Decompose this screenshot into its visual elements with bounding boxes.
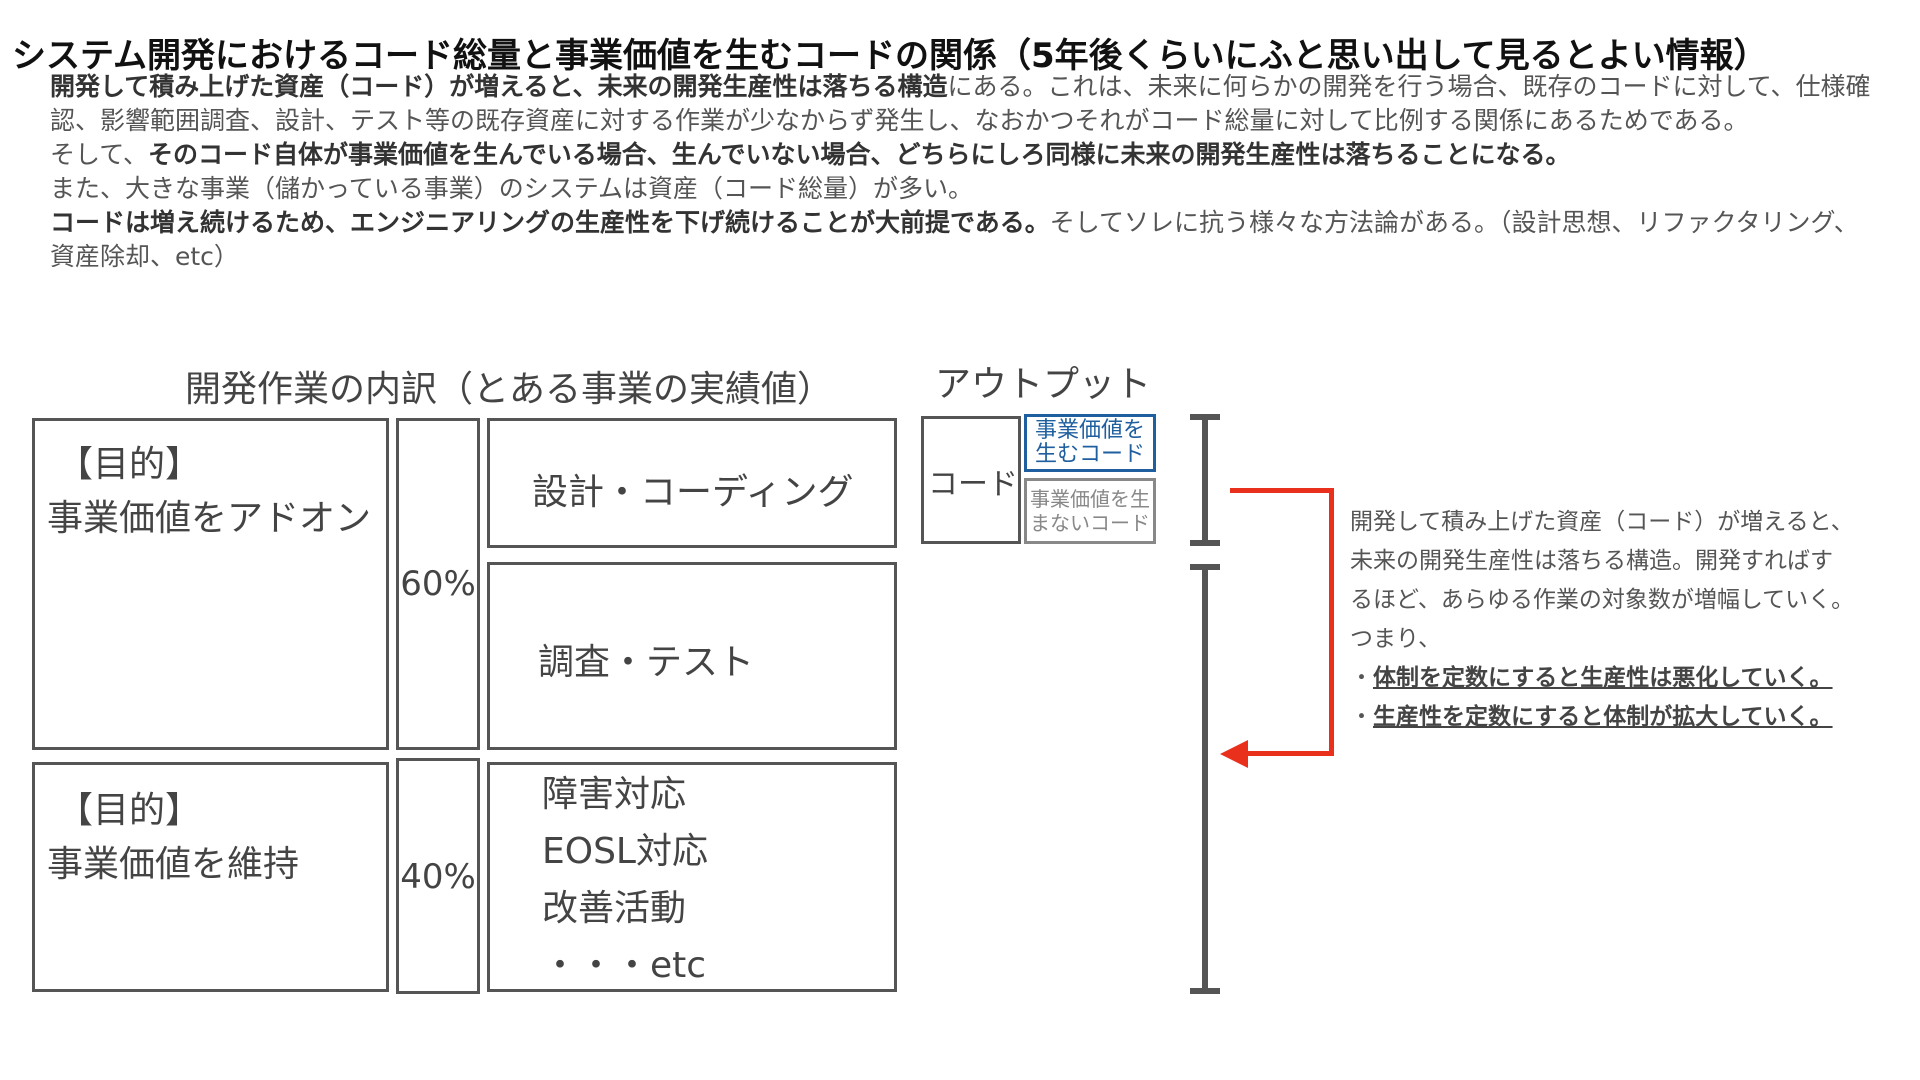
intro-paragraph-1: 開発して積み上げた資産（コード）が増えると、未来の開発生産性は落ちる構造にある。…	[50, 70, 1880, 138]
red-arrow-top	[1230, 488, 1334, 493]
bottom-bracket-cap	[1190, 988, 1220, 994]
code-label: コード	[928, 467, 1018, 502]
bullet-mark: ・	[1350, 665, 1373, 691]
intro-text: 開発して積み上げた資産（コード）が増えると、未来の開発生産性は落ちる構造にある。…	[50, 70, 1880, 274]
output-title: アウトプット	[935, 364, 1152, 405]
code-box: コード	[921, 416, 1021, 544]
addon-purpose-box: 【目的】 事業価値をアドオン	[32, 418, 389, 750]
nonvalue-code-box: 事業価値を生まないコード	[1024, 478, 1156, 544]
design-coding-box: 設計・コーディング	[487, 418, 897, 548]
side-bullet: ・生産性を定数にすると体制が拡大していく。	[1350, 698, 1910, 737]
side-bullet-text: 生産性を定数にすると体制が拡大していく。	[1373, 704, 1833, 730]
addon-purpose-text: 事業価値をアドオン	[47, 498, 372, 539]
intro-p1-bold: 開発して積み上げた資産（コード）が増えると、未来の開発生産性は落ちる構造	[50, 72, 948, 101]
red-arrow-vertical	[1329, 488, 1334, 756]
intro-p2-pre: そして、	[50, 140, 149, 169]
work-breakdown-title: 開発作業の内訳（とある事業の実績値）	[185, 369, 834, 410]
maintain-purpose-tag: 【目的】	[57, 790, 202, 831]
bottom-bracket-cap	[1190, 564, 1220, 570]
red-arrow-bottom	[1242, 751, 1334, 756]
addon-percent-box: 60%	[396, 418, 480, 750]
intro-p4-bold: コードは増え続けるため、エンジニアリングの生産性を下げ続けることが大前提である。	[50, 208, 1050, 237]
intro-paragraph-4: コードは増え続けるため、エンジニアリングの生産性を下げ続けることが大前提である。…	[50, 206, 1880, 274]
maintain-percent: 40%	[400, 857, 476, 897]
page-title: システム開発におけるコード総量と事業価値を生むコードの関係（5年後くらいにふと思…	[12, 36, 1768, 76]
side-bullet-text: 体制を定数にすると生産性は悪化していく。	[1373, 665, 1833, 691]
nonvalue-code-label: 事業価値を生まないコード	[1030, 487, 1150, 535]
side-bullet: ・体制を定数にすると生産性は悪化していく。	[1350, 659, 1910, 698]
maintain-tasks-box: 障害対応 EOSL対応 改善活動 ・・・etc	[487, 762, 897, 992]
side-explanation: 開発して積み上げた資産（コード）が増えると、 未来の開発生産性は落ちる構造。開発…	[1350, 503, 1910, 737]
value-code-box: 事業価値を生むコード	[1024, 414, 1156, 472]
top-bracket-line	[1202, 414, 1208, 544]
top-bracket-cap	[1190, 540, 1220, 546]
side-line: つまり、	[1350, 626, 1442, 652]
maintain-purpose-text: 事業価値を維持	[47, 844, 300, 885]
maintain-task-item: ・・・etc	[542, 945, 707, 986]
intro-p4-rest: そしてソレに抗う様々な方法論がある。（設計思想、リファクタリング、資産除却、et…	[50, 208, 1859, 271]
maintain-task-item: EOSL対応	[542, 831, 708, 872]
bottom-bracket-line	[1202, 564, 1208, 994]
side-line: 開発して積み上げた資産（コード）が増えると、	[1350, 509, 1854, 535]
side-line: 未来の開発生産性は落ちる構造。開発すればす	[1350, 548, 1833, 574]
maintain-percent-box: 40%	[396, 758, 480, 994]
side-line: るほど、あらゆる作業の対象数が増幅していく。	[1350, 587, 1855, 613]
intro-paragraph-2: そして、そのコード自体が事業価値を生んでいる場合、生んでいない場合、どちらにしろ…	[50, 138, 1880, 172]
research-test-box: 調査・テスト	[487, 562, 897, 750]
bullet-mark: ・	[1350, 704, 1373, 730]
intro-p1-rest: にある。これは、未来に何らかの開発を行う場合、既存のコードに対して、仕様確認、影…	[50, 72, 1871, 135]
intro-p2-bold: そのコード自体が事業価値を生んでいる場合、生んでいない場合、どちらにしろ同様に未…	[148, 140, 1571, 169]
value-code-label: 事業価値を生むコード	[1034, 418, 1145, 467]
design-coding-label: 設計・コーディング	[532, 472, 854, 513]
research-test-label: 調査・テスト	[538, 642, 755, 683]
addon-purpose-tag: 【目的】	[57, 444, 202, 485]
maintain-purpose-box: 【目的】 事業価値を維持	[32, 762, 389, 992]
red-arrow-head-icon	[1220, 740, 1248, 768]
maintain-task-item: 改善活動	[542, 888, 687, 929]
maintain-task-item: 障害対応	[542, 774, 687, 815]
top-bracket-cap	[1190, 414, 1220, 420]
intro-paragraph-3: また、大きな事業（儲かっている事業）のシステムは資産（コード総量）が多い。	[50, 174, 974, 203]
addon-percent: 60%	[400, 564, 476, 604]
